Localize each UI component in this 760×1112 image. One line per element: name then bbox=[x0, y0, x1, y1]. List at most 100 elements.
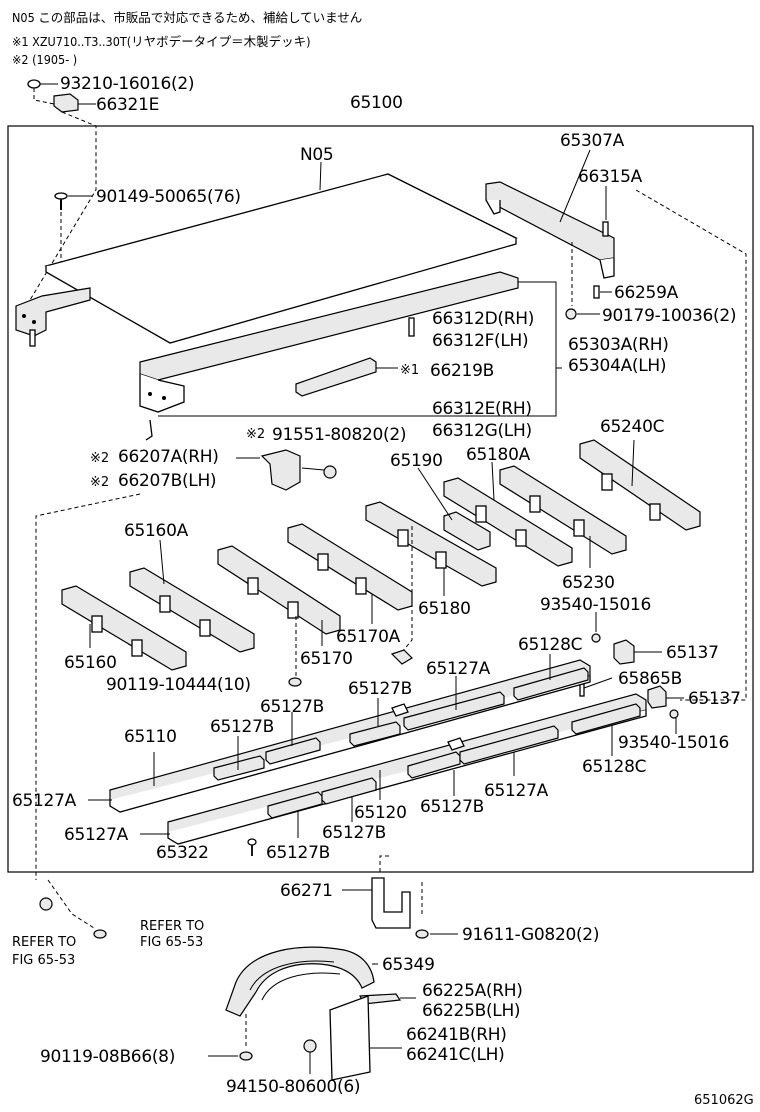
label-66312E: 66312E(RH) bbox=[432, 399, 532, 419]
side-rail-65303A bbox=[139, 271, 557, 417]
label-N05: N05 bbox=[300, 145, 333, 165]
label-refer-to-left-2: FIG 65-53 bbox=[12, 953, 75, 968]
hinge-bracket-left bbox=[15, 287, 91, 347]
label-refer-to-right-2: FIG 65-53 bbox=[140, 935, 203, 950]
label-66312F: 66312F(LH) bbox=[432, 331, 528, 351]
label-refer-to-right-1: REFER TO bbox=[140, 919, 204, 934]
label-66207A-mark: ※2 bbox=[90, 451, 109, 466]
label-65865B: 65865B bbox=[618, 669, 682, 689]
spacer-leaders bbox=[88, 654, 613, 838]
label-65127A-b: 65127A bbox=[484, 781, 549, 801]
label-65160A: 65160A bbox=[124, 521, 189, 541]
label-66241B: 66241B(RH) bbox=[406, 1025, 507, 1045]
crossmember-65180A bbox=[443, 461, 573, 567]
label-65128C-lower: 65128C bbox=[582, 757, 646, 777]
label-65160: 65160 bbox=[64, 653, 117, 673]
deck-board-N05 bbox=[44, 161, 518, 344]
label-65349: 65349 bbox=[382, 955, 435, 975]
label-66312D: 66312D(RH) bbox=[432, 309, 534, 329]
rail-65307A bbox=[485, 149, 615, 279]
crossmember-65180 bbox=[365, 501, 497, 596]
label-65304A: 65304A(LH) bbox=[568, 356, 666, 376]
label-65322: 65322 bbox=[156, 843, 209, 863]
label-65137-upper: 65137 bbox=[666, 643, 719, 663]
screw-90149 bbox=[54, 192, 92, 262]
label-65127B-b: 65127B bbox=[260, 697, 324, 717]
label-66219B: 66219B bbox=[430, 361, 494, 381]
bracket-66321E bbox=[53, 93, 96, 113]
mudguard-65349 bbox=[225, 946, 378, 1017]
crossmember-65230 bbox=[499, 465, 627, 568]
flap-66241B bbox=[329, 995, 402, 1081]
bolt-91611 bbox=[415, 929, 458, 939]
label-66225A: 66225A(RH) bbox=[422, 981, 523, 1001]
dash-right-side bbox=[635, 189, 747, 701]
label-65180A: 65180A bbox=[466, 445, 531, 465]
stay-66219B bbox=[295, 357, 398, 397]
label-65127A-c: 65127A bbox=[12, 791, 77, 811]
label-65127A-d: 65127A bbox=[64, 825, 129, 845]
label-65127A-upper: 65127A bbox=[426, 659, 491, 679]
label-93540-15016-lower: 93540-15016 bbox=[618, 733, 729, 753]
label-65127B-e: 65127B bbox=[322, 823, 386, 843]
label-65170A: 65170A bbox=[336, 627, 401, 647]
label-65120: 65120 bbox=[354, 803, 407, 823]
label-66207B: 66207B(LH) bbox=[118, 471, 216, 491]
bolt-90119-10444 bbox=[288, 616, 302, 687]
label-65110: 65110 bbox=[124, 727, 177, 747]
crossmember-65170 bbox=[217, 545, 341, 646]
dash-93210 bbox=[33, 88, 55, 105]
clip-65170A bbox=[390, 649, 413, 665]
screw-65322 bbox=[247, 838, 257, 856]
handle-66271 bbox=[342, 877, 411, 929]
label-90119-08B66: 90119-08B66(8) bbox=[40, 1047, 175, 1067]
pin-66312D bbox=[408, 317, 415, 337]
bolt-93210 bbox=[27, 79, 58, 89]
nut-refer-left bbox=[39, 897, 53, 911]
nut-90179 bbox=[565, 308, 600, 320]
bolt-90119-08B66 bbox=[208, 1051, 253, 1061]
bracket-65137-upper bbox=[613, 639, 662, 665]
bolt-refer-right bbox=[93, 929, 107, 939]
label-65127B-f: 65127B bbox=[266, 843, 330, 863]
crossmember-65190 bbox=[417, 467, 491, 551]
label-66321E: 66321E bbox=[96, 95, 159, 115]
label-65240C: 65240C bbox=[600, 417, 664, 437]
nut-94150 bbox=[303, 1039, 317, 1074]
label-65190: 65190 bbox=[390, 451, 443, 471]
label-65128C-upper: 65128C bbox=[518, 635, 582, 655]
label-refer-to-left-1: REFER TO bbox=[12, 935, 76, 950]
label-66271: 66271 bbox=[280, 881, 333, 901]
label-66312G: 66312G(LH) bbox=[432, 421, 532, 441]
dash-66321E bbox=[29, 111, 97, 301]
label-66207A: 66207A(RH) bbox=[118, 447, 219, 467]
label-65127B-c: 65127B bbox=[210, 717, 274, 737]
note-mark1: ※1 XZU710..T3..30T(リヤボデータイプ＝木製デッキ) bbox=[12, 34, 311, 49]
label-90179-10036: 90179-10036(2) bbox=[602, 306, 736, 326]
pin-66259A bbox=[593, 285, 612, 299]
bracket-65137-lower bbox=[647, 685, 684, 709]
bolt-93540-lower bbox=[669, 709, 679, 734]
crossmember-65240C bbox=[579, 439, 701, 531]
label-65230: 65230 bbox=[562, 573, 615, 593]
note-mark2: ※2 (1905- ) bbox=[12, 52, 78, 67]
label-90119-10444: 90119-10444(10) bbox=[106, 675, 251, 695]
label-65170: 65170 bbox=[300, 649, 353, 669]
label-66219B-mark: ※1 bbox=[400, 363, 419, 378]
label-65100: 65100 bbox=[350, 93, 403, 113]
label-93210-16016: 93210-16016(2) bbox=[60, 74, 194, 94]
label-65137-lower: 65137 bbox=[688, 689, 741, 709]
label-65180: 65180 bbox=[418, 599, 471, 619]
label-65127B-d: 65127B bbox=[420, 797, 484, 817]
label-66225B: 66225B(LH) bbox=[422, 1001, 520, 1021]
label-66259A: 66259A bbox=[614, 283, 679, 303]
label-66315A: 66315A bbox=[578, 167, 643, 187]
label-94150-80600: 94150-80600(6) bbox=[226, 1077, 360, 1097]
label-66207B-mark: ※2 bbox=[90, 475, 109, 490]
label-93540-15016-upper: 93540-15016 bbox=[540, 595, 651, 615]
label-65303A: 65303A(RH) bbox=[568, 335, 669, 355]
bolt-91551 bbox=[301, 465, 337, 479]
pin-66315A bbox=[602, 186, 609, 237]
label-65307A: 65307A bbox=[560, 131, 625, 151]
